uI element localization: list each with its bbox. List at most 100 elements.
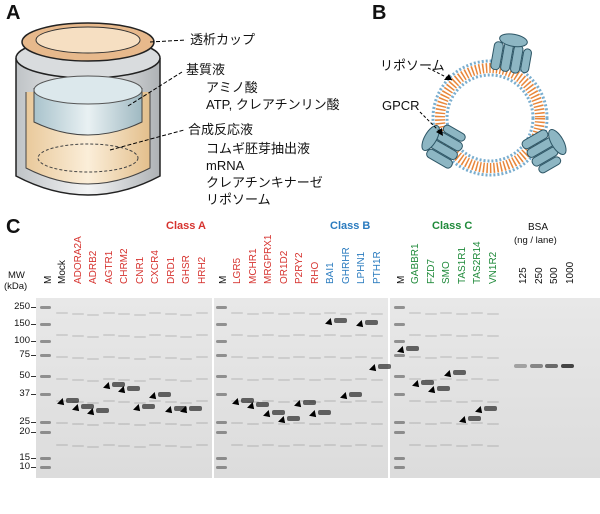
gel-band — [195, 356, 208, 358]
gel-band — [455, 335, 468, 337]
gel-band — [87, 446, 99, 448]
gel-band — [118, 401, 130, 403]
gel-band — [324, 312, 336, 314]
panel-label-b: B — [372, 2, 387, 24]
gel-band — [96, 408, 109, 413]
marker-band — [394, 354, 405, 357]
marker-band — [216, 375, 227, 378]
panel-label-c: C — [6, 216, 21, 238]
gel-band — [370, 313, 383, 315]
marker-lane-label: M — [43, 275, 54, 284]
gel-band — [118, 335, 130, 337]
gel-band — [308, 423, 321, 425]
gel-band — [262, 422, 274, 424]
gel-band — [277, 335, 290, 337]
gel-band — [195, 378, 208, 380]
gel-band — [262, 378, 274, 380]
bsa-lane-label: 250 — [533, 267, 545, 284]
gel-band — [133, 424, 146, 426]
gel-band — [355, 334, 367, 336]
marker-band — [216, 340, 227, 343]
marker-band — [394, 340, 405, 343]
gel-band — [437, 386, 450, 391]
marker-band — [40, 457, 51, 460]
marker-band — [40, 393, 51, 396]
lane-label: SMO — [441, 261, 452, 284]
lane-label: MCHR1 — [247, 248, 259, 284]
gel-band — [349, 392, 362, 397]
lane-label: MRGPRX1 — [263, 234, 274, 284]
gel-band — [424, 335, 437, 337]
gel-band — [231, 378, 243, 380]
lane-label: GHRHR — [340, 247, 352, 284]
mw-tick — [31, 394, 36, 395]
panel-label-a: A — [6, 2, 21, 24]
gel-band — [272, 410, 285, 415]
gel-band — [164, 401, 177, 403]
gel-band — [164, 357, 177, 359]
class-a-title: Class A — [166, 220, 206, 232]
gel-band — [424, 401, 437, 403]
lane-label: BAI1 — [325, 262, 336, 284]
gel-band — [424, 313, 437, 315]
marker-band — [40, 375, 51, 378]
marker-band — [40, 431, 51, 434]
gel-band — [471, 312, 483, 314]
gel-band — [164, 423, 177, 425]
gel-band — [158, 392, 171, 397]
gel-band — [355, 400, 367, 402]
gel-band — [455, 423, 468, 425]
gel-band — [318, 410, 331, 415]
gel-band — [355, 444, 367, 446]
gel-band — [324, 378, 336, 380]
mw-tick — [31, 307, 36, 308]
gel-band — [370, 445, 383, 447]
gel-band — [102, 312, 115, 314]
gel-band — [471, 356, 483, 358]
gel-band — [293, 444, 305, 446]
lane-label: FZD7 — [425, 259, 437, 284]
gel-band — [308, 445, 321, 447]
lane-label: GHSR — [181, 255, 192, 284]
synthesis-item: mRNA — [206, 158, 245, 173]
gel-band — [133, 358, 146, 360]
lane-label: LGR5 — [232, 257, 243, 284]
gel-band — [424, 357, 437, 359]
bsa-lane-label: 1000 — [564, 261, 576, 284]
mw-tick-label: 15 — [19, 452, 30, 463]
gel-band — [293, 422, 305, 424]
gel-band — [102, 444, 115, 446]
marker-band — [394, 323, 405, 326]
marker-band — [394, 457, 405, 460]
marker-band — [216, 393, 227, 396]
gel-band — [133, 314, 146, 316]
gel-band — [409, 356, 421, 358]
gel-band — [81, 404, 94, 409]
gel-class-b — [214, 298, 388, 478]
gel-band — [118, 445, 130, 447]
mw-tick-label: 100 — [14, 335, 30, 346]
gel-band — [71, 379, 84, 381]
gel-band — [339, 357, 352, 359]
gel-band — [277, 445, 290, 447]
gel-band — [195, 334, 208, 336]
gel-band — [424, 423, 437, 425]
gel-band — [440, 356, 452, 358]
gel-band — [149, 400, 161, 402]
gel-band — [370, 379, 383, 381]
gel-band — [370, 357, 383, 359]
gel-band — [440, 334, 452, 336]
marker-band — [216, 306, 227, 309]
gel-band — [409, 334, 421, 336]
gel-band — [484, 406, 497, 411]
synthesis-solution-label: 合成反応液 — [188, 122, 254, 137]
gel-band — [87, 380, 99, 382]
gel-band — [293, 356, 305, 358]
gel-band — [471, 444, 483, 446]
gel-band — [246, 357, 259, 359]
gel-band — [421, 380, 434, 385]
gel-class-a — [36, 298, 212, 478]
gel-band — [277, 423, 290, 425]
gel-band — [277, 379, 290, 381]
